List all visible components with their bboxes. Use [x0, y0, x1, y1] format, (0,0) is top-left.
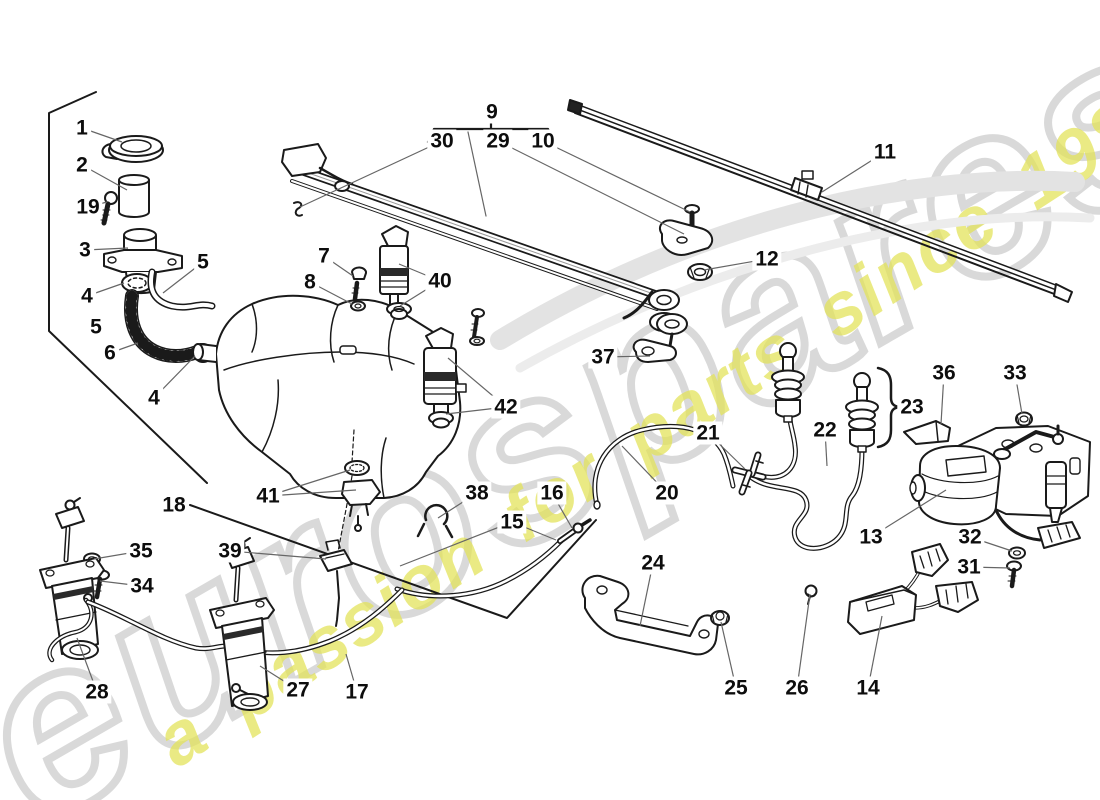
part-callout-41[interactable]: 41: [253, 484, 283, 508]
part-callout-21[interactable]: 21: [693, 421, 723, 445]
part-callout-38[interactable]: 38: [462, 481, 492, 505]
part-callout-13[interactable]: 13: [856, 525, 886, 549]
hose5-art: [147, 268, 216, 311]
frame-border-lines: [48, 91, 597, 619]
sensor39-art: [319, 539, 353, 627]
part-callout-17[interactable]: 17: [342, 680, 372, 704]
part-callout-9[interactable]: 9: [483, 100, 501, 124]
part-callout-29[interactable]: 29: [483, 129, 513, 153]
screw7-washer8-art: [350, 266, 367, 312]
part-callout-32[interactable]: 32: [955, 525, 985, 549]
clamp4-art: [121, 273, 153, 293]
leader-line-10: [542, 140, 691, 213]
part-callout-19[interactable]: 19: [73, 195, 103, 219]
part-callout-31[interactable]: 31: [954, 555, 984, 579]
part-callout-16[interactable]: 16: [537, 481, 567, 505]
part-callout-26[interactable]: 26: [782, 676, 812, 700]
part-callout-36[interactable]: 36: [929, 361, 959, 385]
actuator28-art: [39, 497, 105, 660]
reservoir-art: [192, 294, 462, 499]
bracket36-nut33-art: [903, 411, 1033, 445]
watermark-swoosh: [490, 170, 1095, 373]
leader-line-26: [796, 593, 811, 689]
part-callout-3[interactable]: 3: [76, 238, 94, 262]
bracket24-nut25-art: [581, 574, 730, 656]
part-callout-12[interactable]: 12: [752, 247, 782, 271]
part-callout-11[interactable]: 11: [870, 140, 900, 164]
wiper-motor-art: [909, 424, 1091, 549]
part-callout-27[interactable]: 27: [283, 678, 313, 702]
part-callout-20[interactable]: 20: [652, 481, 682, 505]
check-valves-art: [771, 342, 901, 453]
screw19-art: [100, 191, 118, 226]
part-callout-4[interactable]: 4: [145, 386, 163, 410]
part-callout-15[interactable]: 15: [497, 510, 527, 534]
part-callout-22[interactable]: 22: [810, 418, 840, 442]
actuator27-art: [209, 537, 275, 711]
part-callout-5[interactable]: 5: [194, 250, 212, 274]
corrugated-hose-art: [124, 289, 204, 363]
cap-art: [101, 135, 164, 163]
part-callout-18[interactable]: 18: [159, 493, 189, 517]
pump40-art: [379, 225, 412, 320]
part-callout-37[interactable]: 37: [588, 345, 618, 369]
part-callout-42[interactable]: 42: [491, 395, 521, 419]
part-callout-35[interactable]: 35: [126, 539, 156, 563]
part-callout-23[interactable]: 23: [897, 395, 927, 419]
wiper-blade-art: [567, 99, 1073, 303]
leader-line-15: [399, 521, 513, 567]
clamp38-art: [416, 503, 454, 539]
pump42-art: [423, 308, 485, 429]
part-callout-1[interactable]: 1: [73, 116, 91, 140]
part-callout-2[interactable]: 2: [73, 153, 91, 177]
part-callout-30[interactable]: 30: [427, 129, 457, 153]
part-callout-28[interactable]: 28: [82, 680, 112, 704]
part-callout-34[interactable]: 34: [127, 574, 157, 598]
sender41-art: [337, 429, 381, 553]
part-callout-4[interactable]: 4: [78, 284, 96, 308]
leader-line-39: [229, 550, 327, 560]
hose20-tconnector-art: [592, 417, 865, 551]
clip26-art: [804, 584, 818, 605]
part-callout-39[interactable]: 39: [215, 539, 245, 563]
part-callout-14[interactable]: 14: [853, 676, 883, 700]
part-callout-10[interactable]: 10: [528, 129, 558, 153]
part-callout-33[interactable]: 33: [1000, 361, 1030, 385]
filter-cylinder-art: [118, 174, 150, 218]
part-callout-25[interactable]: 25: [721, 676, 751, 700]
part-callout-8[interactable]: 8: [301, 270, 319, 294]
leader-line-30: [299, 140, 443, 208]
hose15-fitting16-art: [394, 518, 592, 599]
part-callout-5[interactable]: 5: [87, 315, 105, 339]
washer32-screw31-art: [1006, 546, 1026, 589]
part-callout-24[interactable]: 24: [638, 551, 668, 575]
part-callout-40[interactable]: 40: [425, 269, 455, 293]
wiper-linkage-art: [281, 143, 680, 332]
part-callout-7[interactable]: 7: [315, 244, 333, 268]
leader-line-29: [497, 140, 685, 235]
leader-line-14: [867, 615, 883, 689]
filler-neck-art: [103, 228, 183, 295]
part-callout-6[interactable]: 6: [101, 341, 119, 365]
control-unit-art: [847, 543, 979, 635]
